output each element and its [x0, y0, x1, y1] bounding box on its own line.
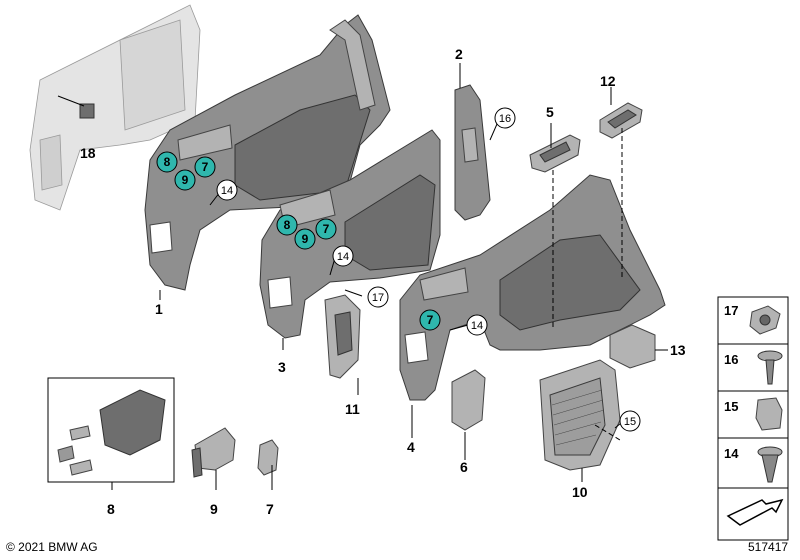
- circled-ref-14-c: 14: [466, 314, 488, 336]
- callout-part-11: 11: [345, 401, 360, 417]
- callout-part-13: 13: [670, 342, 686, 358]
- callout-part-18: 18: [80, 145, 96, 161]
- circled-ref-17: 17: [367, 286, 389, 308]
- svg-text:9: 9: [302, 232, 309, 246]
- callout-part-5: 5: [546, 104, 554, 120]
- callout-part-7: 7: [266, 501, 274, 517]
- callout-part-8: 8: [107, 501, 115, 517]
- callout-part-9: 9: [210, 501, 218, 517]
- callout-part-10: 10: [572, 484, 588, 500]
- svg-text:8: 8: [284, 218, 291, 232]
- legend-label-14: 14: [724, 446, 739, 461]
- highlight-ref-8-a: 8: [156, 151, 178, 173]
- direction-arrow-icon: [726, 498, 784, 526]
- latch-assembly-part-8: [57, 389, 166, 476]
- bracket-part-11: [324, 294, 361, 379]
- legend-label-16: 16: [724, 352, 738, 367]
- pillar-trim-part-2: [454, 84, 491, 221]
- svg-text:7: 7: [427, 313, 434, 327]
- legend-label-15: 15: [724, 399, 738, 414]
- callout-part-12: 12: [600, 73, 616, 89]
- copyright-notice: © 2021 BMW AG: [6, 540, 98, 554]
- callout-part-2: 2: [455, 46, 463, 62]
- callout-part-6: 6: [460, 459, 468, 475]
- svg-text:15: 15: [624, 416, 636, 428]
- trim-panel-part-4: [399, 174, 666, 401]
- svg-text:7: 7: [202, 160, 209, 174]
- trim-panel-part-3: [259, 129, 441, 339]
- latch-part-9: [191, 427, 236, 478]
- cover-part-6: [451, 369, 486, 431]
- tray-part-5: [529, 134, 581, 173]
- svg-text:9: 9: [182, 173, 189, 187]
- svg-text:14: 14: [337, 251, 349, 263]
- svg-text:17: 17: [372, 292, 384, 304]
- highlight-ref-9-a: 9: [174, 169, 196, 191]
- net-part-10: [539, 359, 621, 471]
- highlight-ref-7-b: 7: [315, 218, 337, 240]
- tray-part-12: [599, 102, 643, 139]
- svg-text:16: 16: [499, 113, 511, 125]
- highlight-ref-7-c: 7: [419, 309, 441, 331]
- highlight-ref-9-b: 9: [294, 228, 316, 250]
- legend-label-17: 17: [724, 303, 738, 318]
- callout-part-1: 1: [155, 301, 163, 317]
- legend: 17 16 15 14: [717, 296, 789, 541]
- callout-part-3: 3: [278, 359, 286, 375]
- clip-part-18: [57, 95, 95, 119]
- highlight-ref-8-b: 8: [276, 214, 298, 236]
- svg-text:8: 8: [164, 155, 171, 169]
- circled-ref-16: 16: [494, 107, 516, 129]
- diagram-id: 517417: [748, 540, 789, 554]
- circled-ref-14-a: 14: [216, 179, 238, 201]
- clip-part-7: [257, 439, 279, 476]
- circled-ref-15: 15: [619, 410, 641, 432]
- svg-text:7: 7: [323, 222, 330, 236]
- callout-part-4: 4: [407, 439, 415, 455]
- svg-text:14: 14: [221, 185, 233, 197]
- svg-text:14: 14: [471, 320, 483, 332]
- ghost-side-panel: [29, 4, 201, 211]
- circled-ref-14-b: 14: [332, 245, 354, 267]
- highlight-ref-7-a: 7: [194, 156, 216, 178]
- bracket-part-13: [609, 324, 656, 369]
- trim-panel-part-1: [144, 14, 391, 291]
